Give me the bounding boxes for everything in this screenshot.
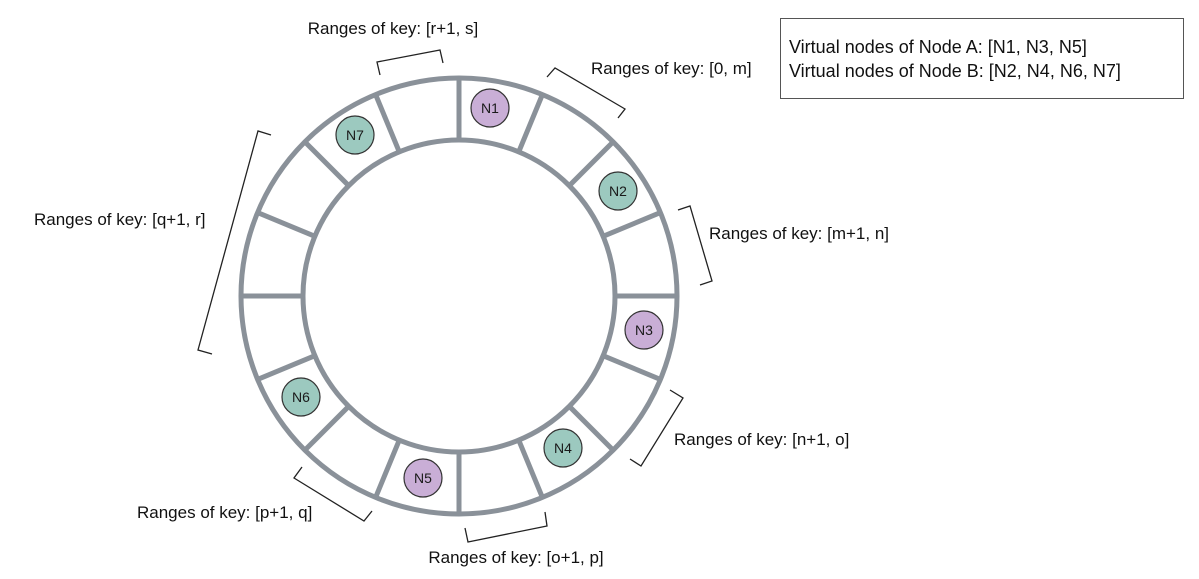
bracket-m1-n [677,205,713,286]
ring-divider [516,439,545,499]
ring-divider [256,353,316,382]
range-label-p1-q: Ranges of key: [p+1, q] [137,503,312,522]
ring-dividers [241,78,677,514]
bracket-0-m [546,67,626,119]
node-n3: N3 [624,310,664,350]
node-n7-label: N7 [346,127,364,143]
ring-divider [602,210,662,239]
node-n6-circle [281,377,321,417]
node-n5-label: N5 [414,470,432,486]
ring-divider [516,93,545,153]
bracket-r1-s [376,49,444,76]
range-label-m1-n: Ranges of key: [m+1, n] [709,224,889,243]
bracket-n1-o [629,389,684,467]
range-label-q1-r: Ranges of key: [q+1, r] [34,210,206,229]
node-n6-label: N6 [292,389,310,405]
range-labels: Ranges of key: [r+1, s] Ranges of key: [… [34,19,889,567]
range-label-0-m: Ranges of key: [0, m] [591,59,752,78]
ring-inner [300,137,618,455]
node-n1: N1 [470,88,510,128]
node-n6: N6 [281,377,321,417]
range-label-r1-s: Ranges of key: [r+1, s] [308,19,479,38]
node-n3-label: N3 [635,322,653,338]
range-brackets [197,49,713,543]
ring-divider [567,140,615,188]
node-n4-circle [543,428,583,468]
legend-node-b: Virtual nodes of Node B: [N2, N4, N6, N7… [789,61,1121,81]
legend-box: Virtual nodes of Node A: [N1, N3, N5] Vi… [780,18,1184,99]
legend-node-a: Virtual nodes of Node A: [N1, N3, N5] [789,37,1087,57]
node-n2-label: N2 [609,183,627,199]
ring-divider [303,140,351,188]
node-n1-circle [470,88,510,128]
node-n3-circle [624,310,664,350]
range-label-o1-p: Ranges of key: [o+1, p] [428,548,603,567]
ring-divider [373,439,402,499]
node-n2-circle [598,171,638,211]
ring-divider [602,353,662,382]
ring-divider [303,404,351,452]
bracket-p1-q [293,466,373,522]
node-n7: N7 [335,115,375,155]
node-n4-label: N4 [554,440,572,456]
ring-divider [567,404,615,452]
virtual-nodes: N1 N2 N3 N4 N5 N6 N7 [281,88,664,498]
bracket-o1-p [464,511,548,543]
range-label-n1-o: Ranges of key: [n+1, o] [674,430,849,449]
node-n4: N4 [543,428,583,468]
node-n5: N5 [403,458,443,498]
node-n7-circle [335,115,375,155]
node-n5-circle [403,458,443,498]
hash-ring [238,75,680,517]
bracket-q1-r [197,130,272,355]
node-n2: N2 [598,171,638,211]
node-n1-label: N1 [481,100,499,116]
ring-divider [256,210,316,239]
ring-divider [373,93,402,153]
